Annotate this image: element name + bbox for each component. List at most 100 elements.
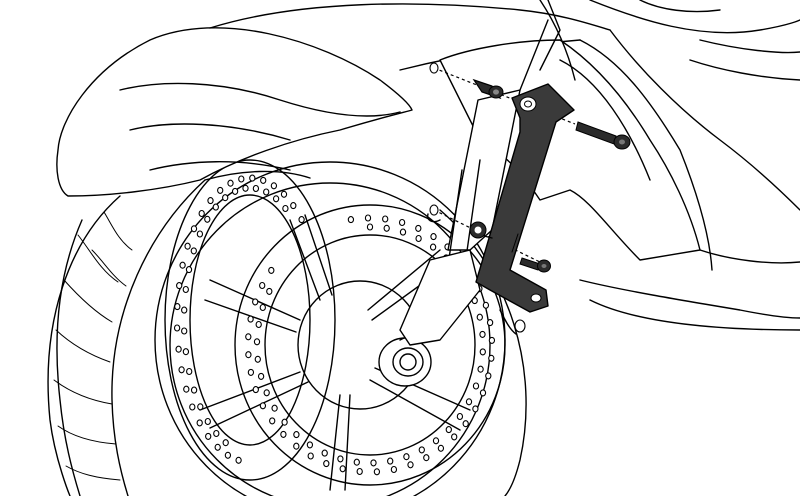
disc-hole: [337, 455, 344, 463]
disc-hole: [479, 389, 487, 397]
disc-hole: [181, 327, 188, 335]
disc-hole: [282, 204, 289, 213]
bracket: [475, 83, 575, 313]
disc-hole: [224, 451, 232, 459]
disc-hole: [272, 195, 280, 203]
disc-hole: [382, 215, 389, 223]
disc-hole: [476, 313, 483, 321]
disc-hole: [263, 389, 270, 397]
disc-hole: [260, 176, 267, 184]
disc-hole: [323, 460, 330, 468]
disc-hole: [217, 186, 224, 194]
disc-hole: [196, 230, 204, 238]
frame-mount-hole-upper: [429, 62, 439, 74]
disc-hole: [182, 348, 190, 356]
disc-hole: [366, 223, 374, 231]
disc-hole: [231, 187, 239, 195]
disc-hole: [293, 431, 300, 439]
disc-hole: [430, 233, 437, 241]
disc-hole: [432, 437, 440, 445]
disc-hole: [373, 468, 381, 476]
disc-hole: [280, 430, 287, 438]
disc-hole: [298, 216, 305, 224]
disc-hole: [437, 444, 445, 452]
disc-hole: [307, 452, 314, 460]
disc-hole: [462, 420, 469, 428]
disc-hole: [387, 457, 394, 465]
disc-hole: [259, 303, 266, 312]
disc-hole: [479, 330, 486, 338]
disc-hole: [451, 433, 458, 441]
disc-hole: [196, 419, 203, 427]
disc-hole: [472, 405, 479, 413]
disc-hole: [254, 355, 261, 363]
disc-hole: [207, 197, 214, 205]
disc-hole: [247, 315, 254, 323]
disc-hole: [184, 242, 191, 250]
disc-hole: [370, 459, 377, 467]
disc-hole: [175, 345, 182, 353]
disc-hole: [257, 372, 265, 380]
disc-hole: [407, 461, 414, 469]
disc-hole: [485, 372, 492, 380]
disc-hole: [488, 354, 495, 362]
disc-hole: [281, 418, 288, 426]
disc-hole: [456, 412, 464, 421]
disc-hole: [415, 234, 422, 243]
front-fork: [399, 0, 561, 346]
disc-hole: [173, 324, 181, 332]
disc-hole: [222, 439, 229, 447]
disc-hole: [253, 338, 261, 346]
disc-hole: [418, 446, 425, 454]
brake-disc-left: [164, 159, 336, 481]
disc-hole: [176, 282, 183, 290]
disc-hole: [266, 287, 273, 295]
disc-hole: [242, 184, 249, 192]
disc-hole: [182, 285, 189, 294]
wheel-rim: [154, 161, 506, 496]
front-tire: [47, 170, 527, 496]
disc-hole: [212, 203, 219, 211]
frame-mount-hole-lower: [429, 204, 439, 216]
disc-hole: [247, 368, 255, 376]
disc-hole: [205, 432, 212, 440]
disc-hole: [390, 465, 398, 474]
disc-hole: [252, 298, 259, 306]
disc-hole: [252, 184, 260, 193]
disc-hole: [293, 442, 300, 450]
disc-hole: [486, 319, 494, 327]
disc-hole: [238, 175, 245, 183]
disc-hole: [269, 417, 276, 425]
disc-hole: [306, 441, 314, 449]
disc-hole: [259, 281, 266, 290]
disc-hole: [403, 453, 410, 461]
disc-hole: [429, 243, 437, 251]
disc-hole: [364, 214, 372, 222]
disc-hole: [214, 443, 221, 451]
disc-hole: [181, 306, 188, 314]
disc-hole: [280, 190, 288, 198]
disc-hole: [477, 365, 484, 373]
disc-hole: [423, 454, 430, 462]
disc-hole: [190, 386, 198, 394]
disc-hole: [245, 333, 252, 341]
disc-hole: [472, 382, 480, 390]
disc-hole: [185, 266, 193, 274]
disc-hole: [347, 216, 355, 224]
bolt-lower: [519, 257, 551, 273]
disc-hole: [222, 194, 229, 202]
disc-hole: [479, 348, 486, 356]
disc-hole: [186, 367, 193, 376]
disc-hole: [252, 386, 259, 394]
disc-hole: [415, 224, 422, 232]
disc-hole: [445, 426, 452, 434]
disc-hole: [197, 403, 204, 411]
disc-hole: [383, 224, 390, 232]
disc-hole: [482, 301, 490, 309]
disc-hole: [259, 402, 267, 410]
disc-hole: [204, 215, 211, 223]
spacer-lower: [469, 221, 493, 239]
disc-hole: [356, 467, 363, 476]
disc-hole: [179, 261, 186, 269]
